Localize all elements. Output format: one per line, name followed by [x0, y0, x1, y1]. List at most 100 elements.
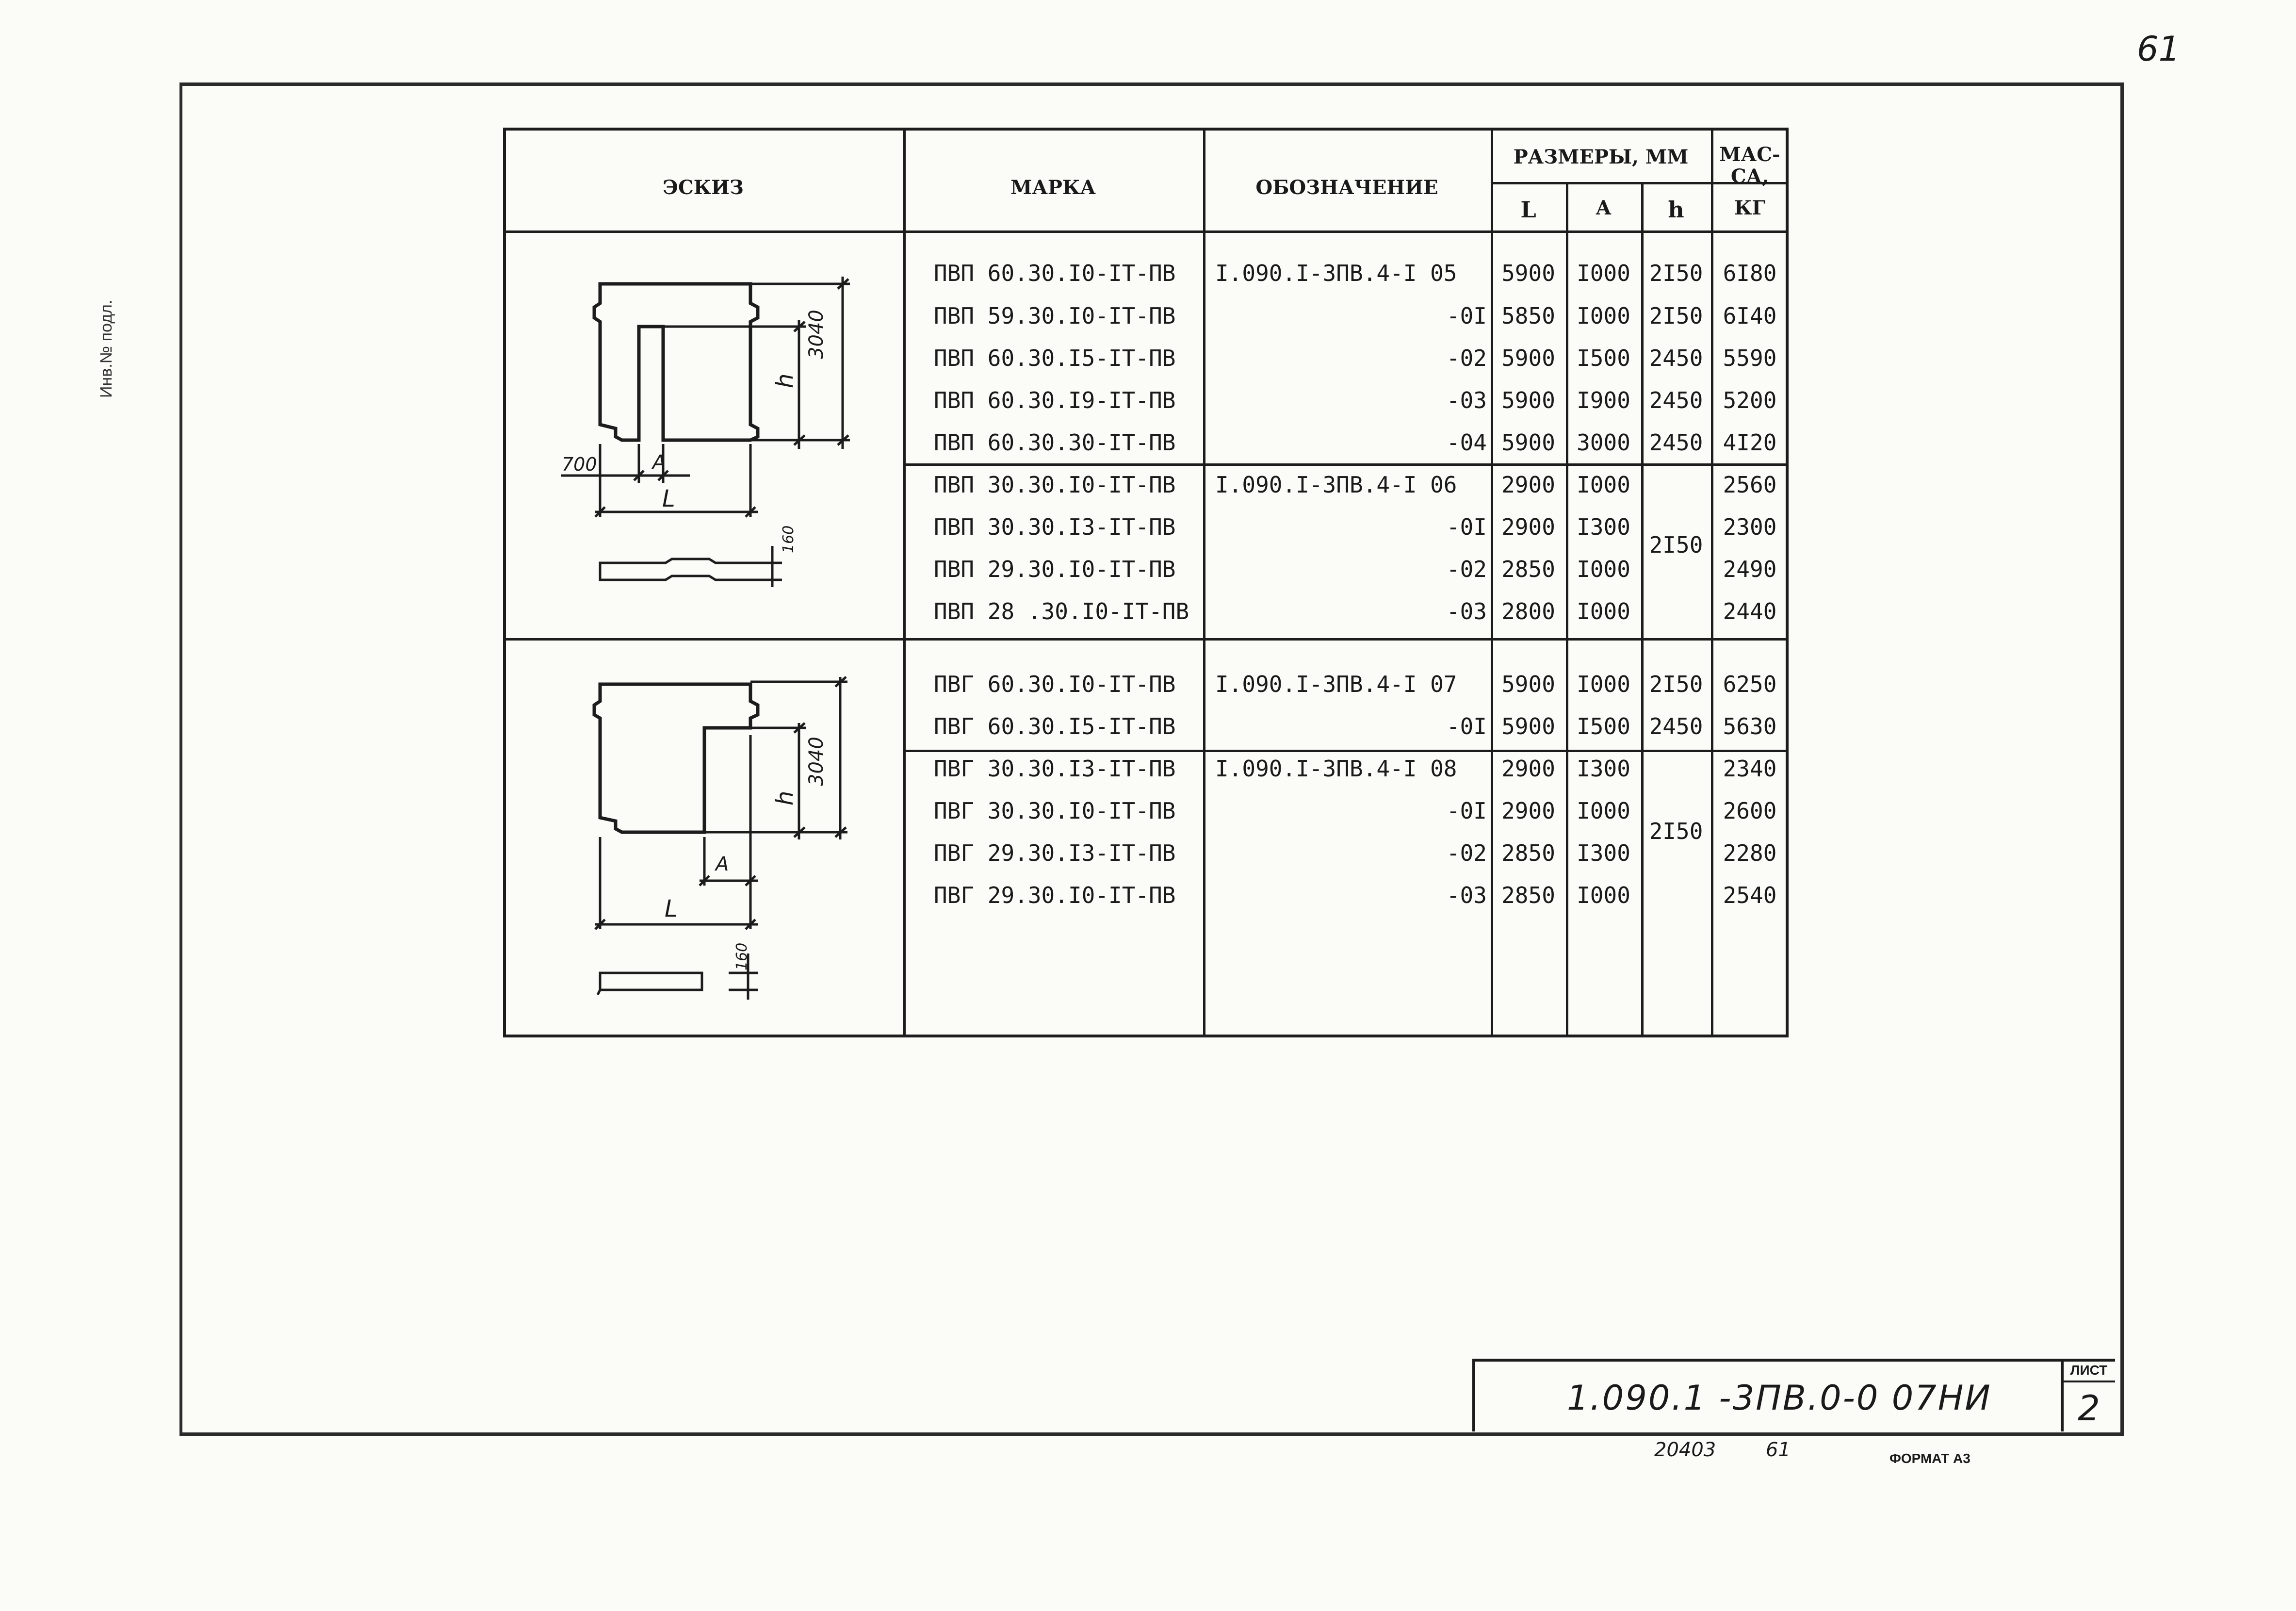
header-col-h: h [1668, 197, 1684, 223]
col-divider [1641, 182, 1644, 1037]
col-divider [1491, 128, 1493, 1037]
merged-h-value: 2I50 [1649, 532, 1703, 558]
row-A: I000 [1577, 260, 1630, 286]
sketch1-dim-3040: 3040 [805, 310, 828, 359]
header-designation: ОБОЗНАЧЕНИЕ [1255, 176, 1438, 199]
row-mass: 2300 [1723, 514, 1777, 540]
row-A: I300 [1577, 840, 1630, 866]
row-A: I000 [1577, 472, 1630, 498]
row-A: I000 [1577, 598, 1630, 625]
header-mass-unit: КГ [1734, 197, 1765, 219]
row-mass: 6I40 [1723, 303, 1777, 329]
row-L: 5900 [1501, 260, 1555, 286]
row-mark: ПВП 59.30.I0-IT-ПВ [934, 303, 1176, 329]
row-L: 5900 [1501, 713, 1555, 740]
merged-h-value: 2I50 [1649, 818, 1703, 844]
row-designation: I.090.I-3ПВ.4-I 07 [1215, 671, 1457, 697]
sketch2-dim-h: h [771, 790, 798, 806]
row-mark: ПВГ 30.30.I0-IT-ПВ [934, 798, 1176, 824]
header-mark: МАРКА [1010, 176, 1096, 199]
row-mark: ПВП 30.30.I3-IT-ПВ [934, 514, 1176, 540]
row-h: 2I50 [1649, 671, 1703, 697]
header-divider [503, 230, 1789, 233]
row-mark: ПВГ 29.30.I3-IT-ПВ [934, 840, 1176, 866]
section-divider [503, 638, 1789, 641]
row-mark: ПВП 30.30.I0-IT-ПВ [934, 472, 1176, 498]
row-mass: 4I20 [1723, 429, 1777, 456]
row-mass: 5200 [1723, 387, 1777, 413]
row-mark: ПВГ 60.30.I5-IT-ПВ [934, 713, 1176, 740]
header-sketch: ЭСКИЗ [663, 176, 744, 199]
row-mark: ПВП 60.30.30-IT-ПВ [934, 429, 1176, 456]
row-A: I000 [1577, 556, 1630, 582]
row-A: I000 [1577, 798, 1630, 824]
row-L: 2900 [1501, 756, 1555, 782]
group-divider [903, 750, 1789, 752]
header-mass-2: СА, [1730, 165, 1769, 188]
col-divider [1203, 128, 1205, 1037]
row-h: 2I50 [1649, 303, 1703, 329]
row-h: 2450 [1649, 387, 1703, 413]
row-L: 5900 [1501, 429, 1555, 456]
sheet-frame [179, 82, 2124, 1436]
sketch1-dim-L: L [662, 485, 675, 512]
row-mark: ПВП 28 .30.I0-IT-ПВ [934, 598, 1189, 625]
row-mass: 6250 [1723, 671, 1777, 697]
row-A: I000 [1577, 303, 1630, 329]
row-designation-suffix: -03 [1446, 387, 1487, 413]
inv-number: 20403 [1654, 1439, 1716, 1461]
row-designation-suffix: -0I [1446, 713, 1487, 740]
row-designation-suffix: -02 [1446, 345, 1487, 371]
col-divider [903, 128, 906, 1037]
row-L: 5900 [1501, 345, 1555, 371]
row-L: 2850 [1501, 882, 1555, 908]
row-designation: I.090.I-3ПВ.4-I 06 [1215, 472, 1457, 498]
row-A: I300 [1577, 514, 1630, 540]
header-sub-divider [1491, 182, 1789, 184]
row-h: 2450 [1649, 713, 1703, 740]
row-designation-suffix: -0I [1446, 303, 1487, 329]
row-mass: 2280 [1723, 840, 1777, 866]
row-mass: 2600 [1723, 798, 1777, 824]
sketch1-dim-700: 700 [562, 454, 597, 475]
row-mass: 2560 [1723, 472, 1777, 498]
row-mark: ПВГ 30.30.I3-IT-ПВ [934, 756, 1176, 782]
sketch-panel-pvg [592, 676, 847, 1000]
page-number: 61 [2137, 29, 2181, 69]
header-col-L: L [1520, 197, 1536, 223]
row-L: 2850 [1501, 840, 1555, 866]
row-L: 5900 [1501, 387, 1555, 413]
row-L: 2900 [1501, 798, 1555, 824]
row-mark: ПВП 60.30.I5-IT-ПВ [934, 345, 1176, 371]
row-mark: ПВП 60.30.I0-IT-ПВ [934, 260, 1176, 286]
sketch1-dim-160: 160 [780, 525, 797, 553]
row-designation: I.090.I-3ПВ.4-I 05 [1215, 260, 1457, 286]
document-code: 1.090.1 -3ПВ.0-0 07НИ [1567, 1378, 1992, 1418]
side-stamp: Инв.№ подл. [97, 299, 115, 398]
row-A: 3000 [1577, 429, 1630, 456]
row-mass: 5630 [1723, 713, 1777, 740]
row-mark: ПВГ 29.30.I0-IT-ПВ [934, 882, 1176, 908]
row-h: 2I50 [1649, 260, 1703, 286]
sketch2-dim-3040: 3040 [805, 737, 828, 786]
row-mass: 2340 [1723, 756, 1777, 782]
row-designation-suffix: -0I [1446, 798, 1487, 824]
col-divider [1566, 182, 1568, 1037]
row-L: 5850 [1501, 303, 1555, 329]
row-mass: 2490 [1723, 556, 1777, 582]
row-mass: 5590 [1723, 345, 1777, 371]
row-mark: ПВГ 60.30.I0-IT-ПВ [934, 671, 1176, 697]
header-mass-1: МАС- [1719, 143, 1780, 166]
row-mark: ПВП 60.30.I9-IT-ПВ [934, 387, 1176, 413]
sheet-cell-divider [2061, 1381, 2115, 1382]
row-mass: 6I80 [1723, 260, 1777, 286]
header-dimensions: РАЗМЕРЫ, ММ [1513, 146, 1689, 168]
sheet-number: 2 [2078, 1388, 2100, 1429]
row-L: 2800 [1501, 598, 1555, 625]
row-A: I000 [1577, 882, 1630, 908]
row-designation-suffix: -03 [1446, 882, 1487, 908]
row-A: I300 [1577, 756, 1630, 782]
row-h: 2450 [1649, 429, 1703, 456]
row-A: I900 [1577, 387, 1630, 413]
col-divider [1711, 128, 1713, 1037]
